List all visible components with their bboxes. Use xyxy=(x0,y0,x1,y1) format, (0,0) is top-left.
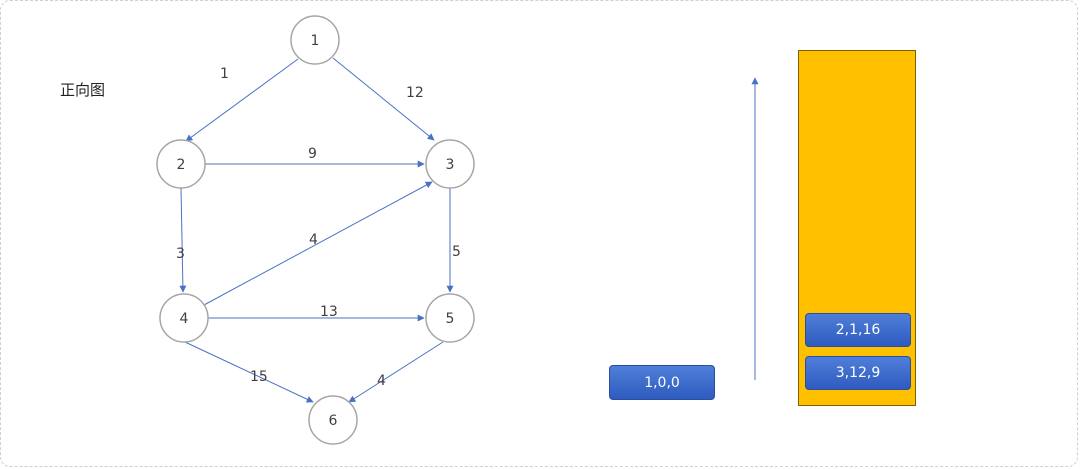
node-label-5: 5 xyxy=(446,311,455,327)
node-5: 5 xyxy=(425,293,475,343)
edge-label-5-6: 4 xyxy=(377,373,386,389)
diagram-title: 正向图 xyxy=(60,81,106,99)
node-6: 6 xyxy=(308,395,358,445)
edge-4-3 xyxy=(203,181,433,306)
edge-4-6 xyxy=(184,341,314,403)
edge-label-4-5: 13 xyxy=(320,304,338,320)
edge-label-2-4: 3 xyxy=(176,246,185,262)
edge-label-2-3: 9 xyxy=(308,146,317,162)
node-2: 2 xyxy=(156,139,206,189)
nodes-group: 1 2 3 4 5 6 xyxy=(156,15,475,445)
stack-item: 3,12,9 xyxy=(805,356,911,390)
node-label-2: 2 xyxy=(177,157,186,173)
node-1: 1 xyxy=(290,15,340,65)
edges-group xyxy=(179,57,454,403)
edge-label-4-3: 4 xyxy=(309,232,318,248)
edge-label-4-6: 15 xyxy=(250,369,268,385)
edge-1-2 xyxy=(185,58,299,142)
edge-2-4 xyxy=(179,187,187,293)
edge-1-3 xyxy=(332,57,435,141)
edge-label-1-3: 12 xyxy=(406,85,424,101)
node-label-3: 3 xyxy=(446,157,455,173)
node-4: 4 xyxy=(159,293,209,343)
stack-item: 2,1,16 xyxy=(805,313,911,347)
edge-5-6 xyxy=(348,341,444,403)
edge-label-3-5: 5 xyxy=(452,244,461,260)
node-label-1: 1 xyxy=(311,33,320,49)
current-item-box: 1,0,0 xyxy=(609,365,715,400)
node-3: 3 xyxy=(425,139,475,189)
edge-labels-group: 1 12 9 3 4 5 13 15 4 xyxy=(176,66,461,389)
node-label-6: 6 xyxy=(329,413,338,429)
edge-label-1-2: 1 xyxy=(220,66,229,82)
stack-container xyxy=(798,50,916,406)
node-label-4: 4 xyxy=(180,311,189,327)
